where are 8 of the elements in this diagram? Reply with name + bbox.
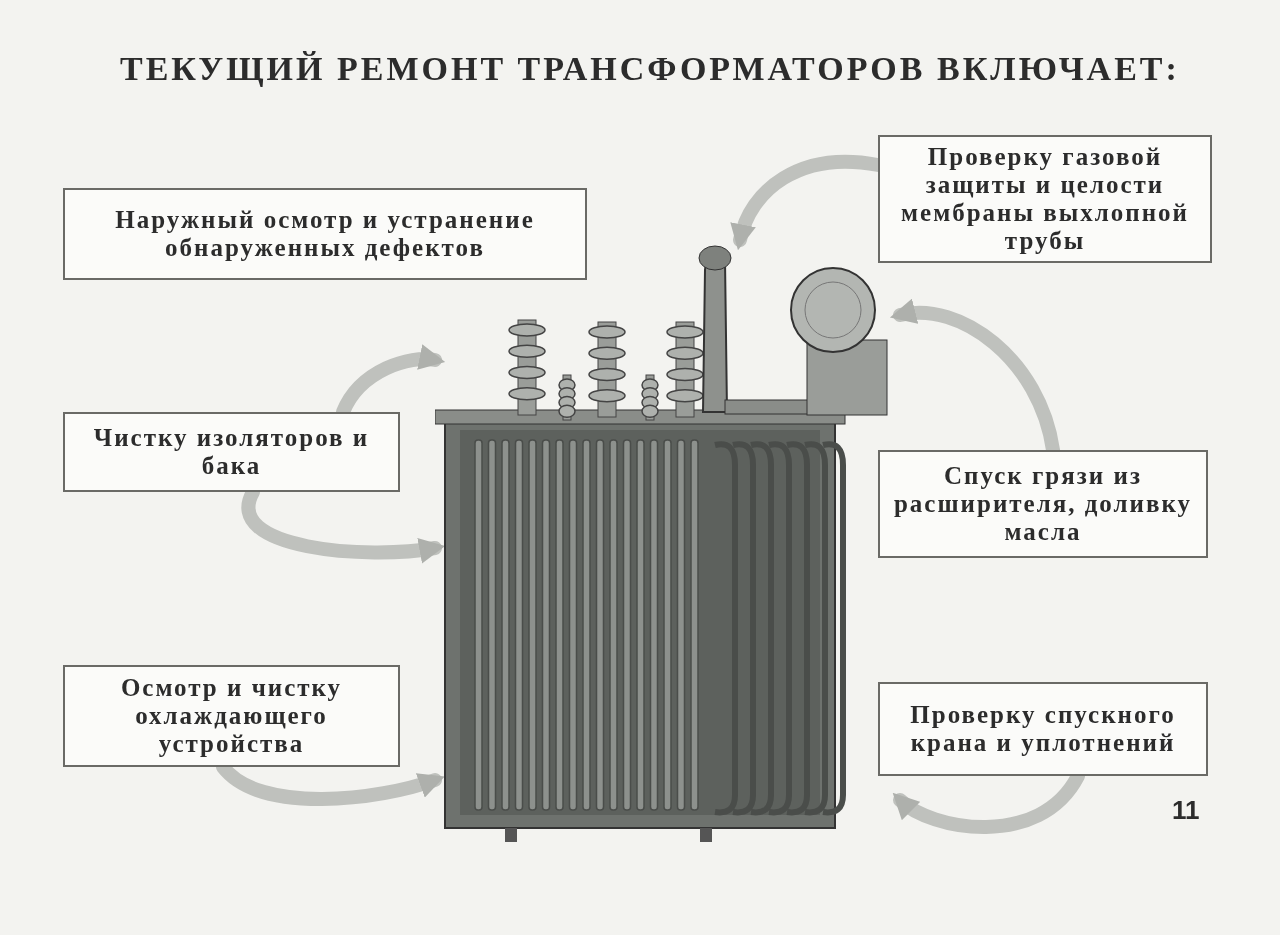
title: ТЕКУЩИЙ РЕМОНТ ТРАНСФОРМАТОРОВ ВКЛЮЧАЕТ: [120, 50, 1181, 88]
text-box: Наружный осмотр и устранение обнаруженных дефектов [63, 188, 587, 280]
text-box: Спуск грязи из расширителя, доливку масла [878, 450, 1208, 558]
page-number: 11 [1172, 795, 1200, 826]
text-box: Проверку спускного крана и уплотнений [878, 682, 1208, 776]
text-box: Чистку изоляторов и бака [63, 412, 400, 492]
text-box: Проверку газовой защиты и целости мембраны выхлопной трубы [878, 135, 1212, 263]
text-box: Осмотр и чистку охлаждающего устройства [63, 665, 400, 767]
